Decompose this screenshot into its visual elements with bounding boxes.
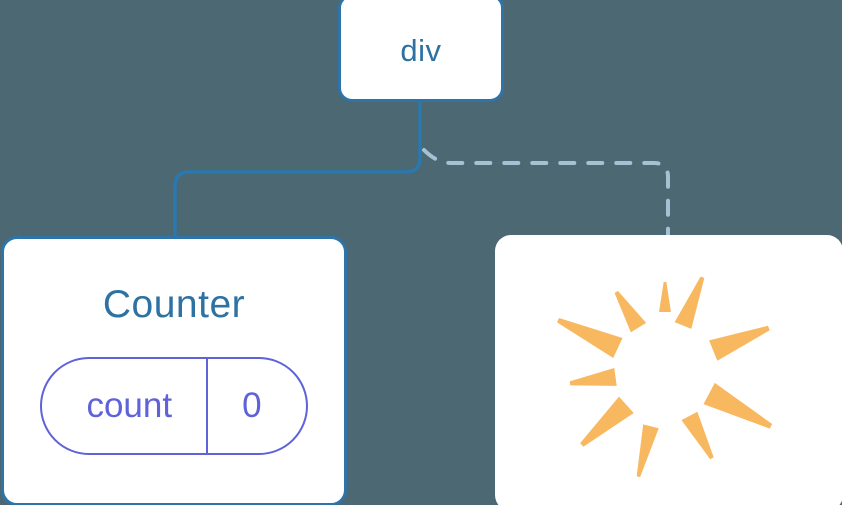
counter-node-label: Counter — [102, 283, 246, 326]
sparkle-ray-8 — [703, 382, 773, 429]
sparkle-ray-1 — [659, 282, 671, 312]
edge-div-to-counter-path — [173, 99, 422, 238]
sparkle-ray-2 — [614, 290, 647, 333]
state-value-label: 0 — [242, 386, 262, 425]
div-node[interactable]: div — [338, 0, 504, 102]
sparkle-ray-6 — [636, 424, 659, 478]
state-pill-divider — [206, 359, 209, 453]
sparkle-ray-group — [557, 276, 773, 478]
sparkle-burst-icon — [557, 276, 773, 478]
edge-div-to-sparkle-path — [422, 148, 670, 238]
sparkle-ray-5 — [580, 396, 634, 447]
state-pill[interactable]: count 0 — [40, 357, 308, 455]
sparkle-node[interactable] — [495, 235, 842, 505]
sparkle-ray-7 — [681, 411, 714, 460]
sparkle-ray-3 — [557, 317, 623, 358]
sparkle-ray-4 — [569, 368, 617, 386]
div-node-label: div — [400, 33, 442, 68]
state-key-label: count — [86, 386, 173, 425]
sparkle-ray-0 — [674, 276, 705, 329]
counter-node[interactable]: Counter count 0 — [1, 236, 347, 505]
sparkle-ray-9 — [709, 325, 770, 361]
